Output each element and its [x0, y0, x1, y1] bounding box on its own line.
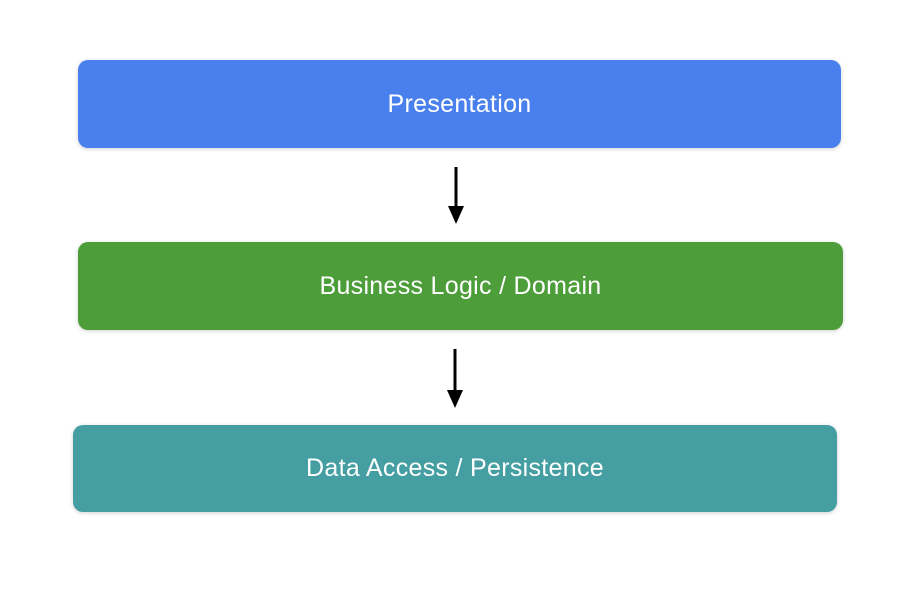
layer-box-business-logic: Business Logic / Domain — [78, 242, 843, 330]
layer-label-presentation: Presentation — [387, 89, 532, 118]
down-arrow-icon — [448, 167, 464, 224]
arrow-head — [447, 390, 463, 408]
layer-label-data-access: Data Access / Persistence — [306, 454, 604, 482]
arrow-head — [448, 206, 464, 224]
down-arrow-icon — [447, 349, 463, 408]
arrow-shaft — [453, 349, 457, 392]
layer-box-data-access: Data Access / Persistence — [73, 425, 837, 512]
layer-label-business-logic: Business Logic / Domain — [319, 271, 602, 300]
layer-box-presentation: Presentation — [78, 60, 841, 148]
arrow-shaft — [454, 167, 458, 208]
